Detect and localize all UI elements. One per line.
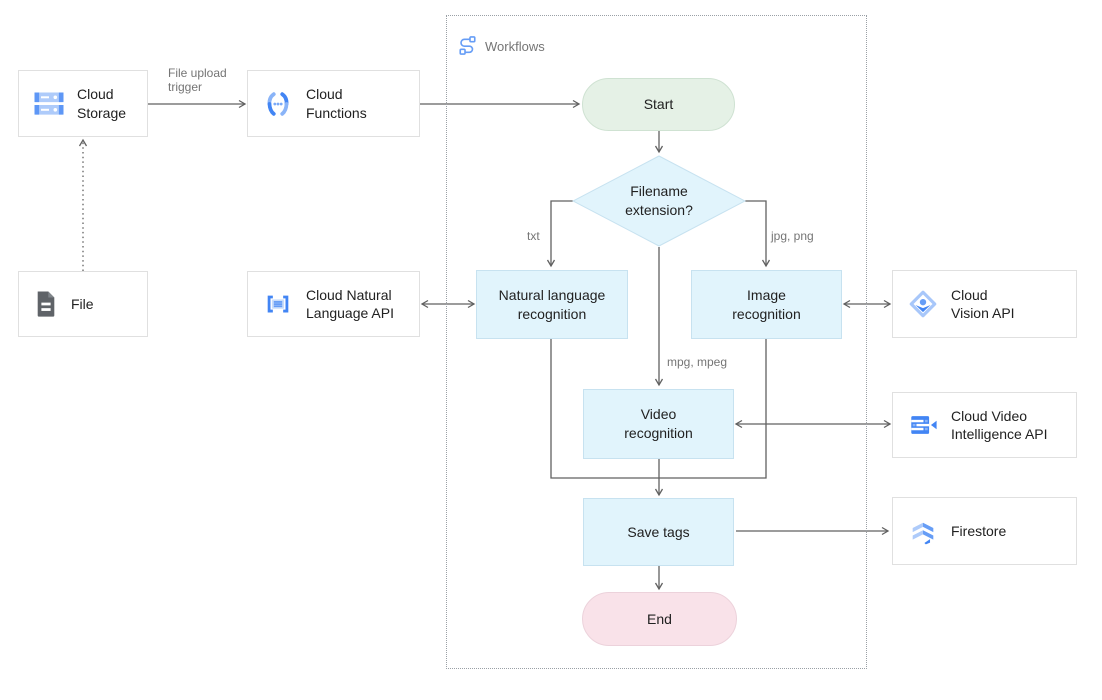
video-intelligence-api-node: Cloud Video Intelligence API [892, 392, 1077, 458]
start-label: Start [643, 96, 674, 113]
edge-label-jpg-png: jpg, png [771, 229, 814, 243]
edge-label-mpg-mpeg: mpg, mpeg [667, 355, 728, 369]
save-tags-label: Save tags [627, 523, 690, 540]
decision-diamond-shape [572, 155, 746, 247]
edge-label-file-upload-trigger: File upload trigger [168, 66, 227, 95]
image-recognition-node: Image recognition [691, 270, 842, 339]
end-label: End [647, 610, 672, 627]
file-label: File [71, 295, 94, 312]
cloud-functions-node: Cloud Functions [247, 70, 420, 137]
natural-language-api-label: Cloud Natural Language API [306, 286, 394, 321]
decision-node: Filename extension? [572, 155, 746, 247]
video-intelligence-api-label: Cloud Video Intelligence API [951, 407, 1048, 442]
edge-label-txt: txt [527, 229, 540, 243]
save-tags-node: Save tags [583, 498, 734, 566]
cloud-storage-node: Cloud Storage [18, 70, 148, 137]
workflows-container-label: Workflows [485, 39, 545, 54]
end-node: End [582, 592, 737, 646]
natural-language-recognition-node: Natural language recognition [476, 270, 628, 339]
video-intelligence-api-icon [908, 410, 938, 440]
decision-label: Filename extension? [625, 183, 693, 218]
cloud-functions-icon [263, 89, 293, 119]
video-recognition-label: Video recognition [624, 406, 693, 441]
natural-language-api-node: Cloud Natural Language API [247, 271, 420, 337]
firestore-node: Firestore [892, 497, 1077, 565]
workflows-icon [457, 35, 478, 56]
vision-api-node: Cloud Vision API [892, 270, 1077, 338]
vision-api-icon [908, 289, 938, 319]
start-node: Start [582, 78, 735, 131]
file-icon [34, 290, 58, 318]
natural-language-api-icon [263, 289, 293, 319]
video-recognition-node: Video recognition [583, 389, 734, 459]
firestore-label: Firestore [951, 522, 1007, 539]
workflows-container: Workflows [446, 15, 867, 669]
firestore-icon [908, 516, 938, 546]
natural-language-recognition-label: Natural language recognition [498, 286, 606, 322]
cloud-storage-label: Cloud Storage [77, 86, 127, 121]
vision-api-label: Cloud Vision API [951, 286, 1015, 321]
image-recognition-label: Image recognition [732, 286, 801, 322]
cloud-functions-label: Cloud Functions [306, 86, 367, 121]
cloud-storage-icon [34, 92, 64, 116]
file-node: File [18, 271, 148, 337]
